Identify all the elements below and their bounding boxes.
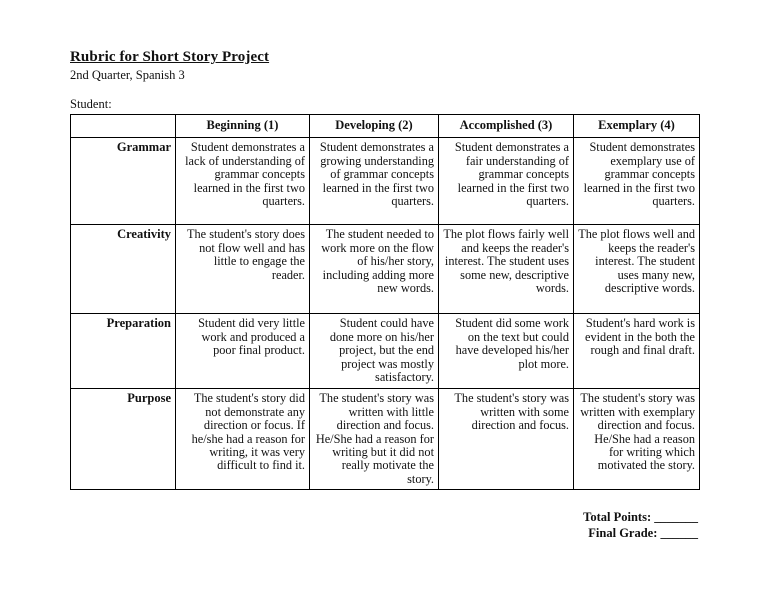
criterion-label: Purpose: [70, 388, 176, 491]
table-row: Purpose The student's story did not demo…: [70, 388, 700, 491]
table-cell: Student could have done more on his/her …: [309, 313, 439, 390]
table-cell: Student demonstrates a fair understandin…: [438, 137, 574, 226]
final-grade-line: Final Grade: ______: [588, 525, 698, 540]
table-cell: Student did very little work and produce…: [175, 313, 310, 390]
table-header-cell: Accomplished (3): [438, 113, 574, 139]
table-header-cell: Exemplary (4): [573, 113, 700, 139]
table-cell: The student's story does not flow well a…: [175, 224, 310, 315]
table-cell: The student's story was written with som…: [438, 388, 574, 491]
table-cell: Student demonstrates a lack of understan…: [175, 137, 310, 226]
criterion-label: Preparation: [70, 313, 176, 390]
table-header-cell: Developing (2): [309, 113, 439, 139]
totals-block: Total Points: _______ Final Grade: _____…: [540, 510, 698, 541]
table-header-row: Beginning (1) Developing (2) Accomplishe…: [70, 113, 700, 139]
criterion-label: Creativity: [70, 224, 176, 315]
table-cell: Student's hard work is evident in the bo…: [573, 313, 700, 390]
table-cell: The student's story was written with exe…: [573, 388, 700, 491]
table-cell: The plot flows well and keeps the reader…: [573, 224, 700, 315]
table-cell: Student demonstrates exemplary use of gr…: [573, 137, 700, 226]
table-cell: The student needed to work more on the f…: [309, 224, 439, 315]
page-subtitle: 2nd Quarter, Spanish 3: [70, 68, 185, 82]
table-cell: Student demonstrates a growing understan…: [309, 137, 439, 226]
table-header-cell: [70, 113, 176, 139]
table-row: Creativity The student's story does not …: [70, 224, 700, 315]
criterion-label: Grammar: [70, 137, 176, 226]
page-title: Rubric for Short Story Project: [70, 49, 270, 65]
table-cell: The student's story was written with lit…: [309, 388, 439, 491]
table-row: Grammar Student demonstrates a lack of u…: [70, 137, 700, 226]
table-cell: Student did some work on the text but co…: [438, 313, 574, 390]
table-row: Preparation Student did very little work…: [70, 313, 700, 390]
table-cell: The student's story did not demonstrate …: [175, 388, 310, 491]
table-cell: The plot flows fairly well and keeps the…: [438, 224, 574, 315]
table-header-cell: Beginning (1): [175, 113, 310, 139]
total-points-line: Total Points: _______: [583, 510, 698, 524]
rubric-table: Beginning (1) Developing (2) Accomplishe…: [70, 113, 700, 491]
student-label: Student:: [70, 97, 112, 111]
